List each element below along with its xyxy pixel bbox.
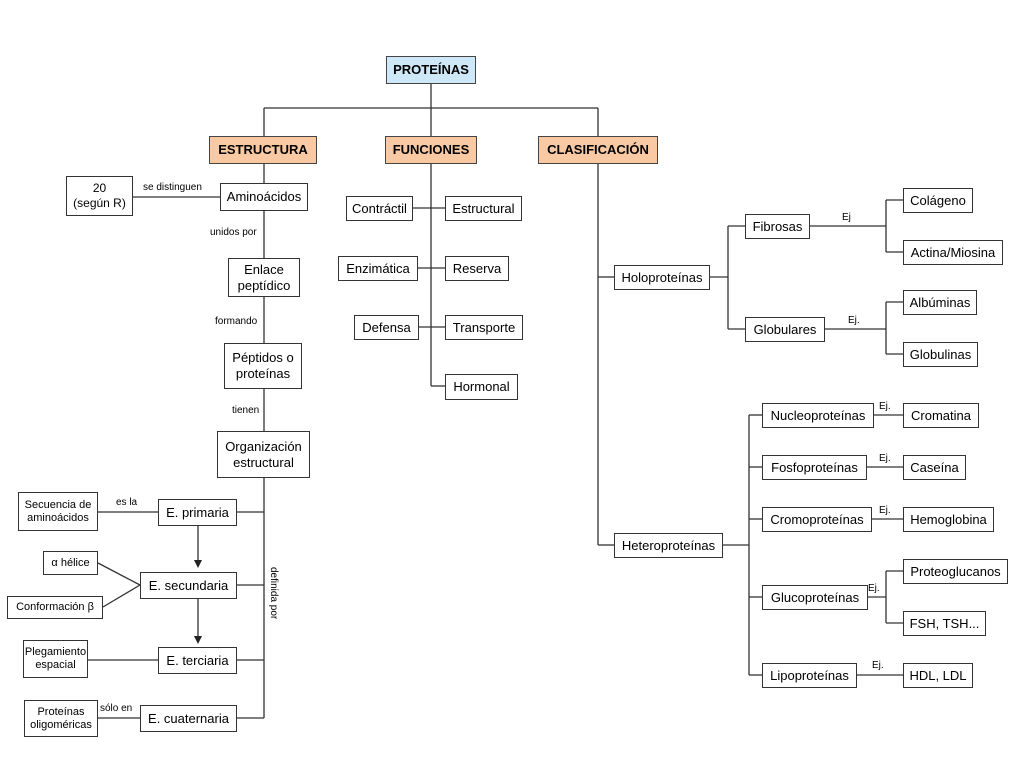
node-transporte: Transporte — [445, 315, 523, 340]
node-estructural: Estructural — [445, 196, 522, 221]
header-funciones: FUNCIONES — [385, 136, 477, 164]
label-formando: formando — [215, 316, 258, 327]
label-ej-fibrosas: Ej — [842, 212, 851, 223]
node-plegamiento: Plegamiento espacial — [23, 640, 88, 678]
node-conformacion-beta: Conformación β — [7, 596, 103, 619]
label-es-la: es la — [116, 497, 138, 508]
node-reserva: Reserva — [445, 256, 509, 281]
node-heteroproteinas: Heteroproteínas — [614, 533, 723, 558]
label-se-distinguen: se distinguen — [143, 182, 202, 193]
node-proteoglucanos: Proteoglucanos — [903, 559, 1008, 584]
header-estructura: ESTRUCTURA — [209, 136, 317, 164]
label-ej-fosfo: Ej. — [879, 453, 891, 464]
label-ej-gluco: Ej. — [868, 583, 880, 594]
node-enlace-peptidico: Enlace peptídico — [228, 258, 300, 297]
label-ej-globulares: Ej. — [848, 315, 860, 326]
node-globulares: Globulares — [745, 317, 825, 342]
node-caseina: Caseína — [903, 455, 966, 480]
label-tienen: tienen — [232, 405, 260, 416]
node-oligomericas: Proteínas oligoméricas — [24, 700, 98, 737]
node-hdl-ldl: HDL, LDL — [903, 663, 973, 688]
node-nucleoproteinas: Nucleoproteínas — [762, 403, 874, 428]
node-fsh-tsh: FSH, TSH... — [903, 611, 986, 636]
node-colageno: Colágeno — [903, 188, 973, 213]
node-e-terciaria: E. terciaria — [158, 647, 237, 674]
node-secuencia: Secuencia de aminoácidos — [18, 492, 98, 531]
node-cromoproteinas: Cromoproteínas — [762, 507, 872, 532]
node-peptidos: Péptidos o proteínas — [224, 343, 302, 389]
node-lipoproteinas: Lipoproteínas — [762, 663, 857, 688]
node-contractil: Contráctil — [346, 196, 413, 221]
label-solo-en: sólo en — [100, 703, 133, 714]
node-albuminas: Albúminas — [903, 290, 977, 315]
node-e-secundaria: E. secundaria — [140, 572, 237, 599]
node-holoproteinas: Holoproteínas — [614, 265, 710, 290]
label-ej-nucleo: Ej. — [879, 401, 891, 412]
node-enzimatica: Enzimática — [338, 256, 418, 281]
node-hormonal: Hormonal — [445, 374, 518, 400]
root-node: PROTEÍNAS — [386, 56, 476, 84]
label-ej-lipo: Ej. — [872, 660, 884, 671]
node-e-primaria: E. primaria — [158, 499, 237, 526]
header-clasificacion: CLASIFICACIÓN — [538, 136, 658, 164]
node-cromatina: Cromatina — [903, 403, 979, 428]
node-fibrosas: Fibrosas — [745, 214, 810, 239]
label-ej-cromo: Ej. — [879, 505, 891, 516]
node-organizacion: Organización estructural — [217, 431, 310, 478]
node-actina-miosina: Actina/Miosina — [903, 240, 1003, 265]
node-glucoproteinas: Glucoproteínas — [762, 585, 868, 610]
label-definida-por: definida por — [268, 567, 279, 620]
node-veinte-segun-r: 20 (según R) — [66, 176, 133, 216]
node-e-cuaternaria: E. cuaternaria — [140, 705, 237, 732]
node-globulinas: Globulinas — [903, 342, 978, 367]
node-defensa: Defensa — [354, 315, 419, 340]
node-aminoacidos: Aminoácidos — [220, 183, 308, 211]
node-alfa-helice: α hélice — [43, 551, 98, 575]
node-hemoglobina: Hemoglobina — [903, 507, 994, 532]
node-fosfoproteinas: Fosfoproteínas — [762, 455, 867, 480]
label-unidos-por: unidos por — [210, 227, 257, 238]
